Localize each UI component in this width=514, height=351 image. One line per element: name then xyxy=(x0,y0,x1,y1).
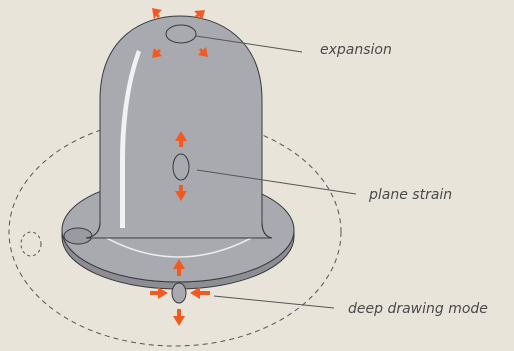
cup-base-fillet-right xyxy=(261,221,273,239)
arrow-left xyxy=(190,287,210,299)
arrow-up-right xyxy=(194,10,205,20)
expansion-leader xyxy=(195,35,303,53)
cup-highlight xyxy=(120,50,141,228)
deep-drawing-strain-circle xyxy=(171,282,187,304)
plane-strain-arrows xyxy=(175,131,187,201)
expansion-arrows xyxy=(152,8,208,58)
arrow-down-right xyxy=(198,47,208,57)
pilot-hole-outline-dashed xyxy=(20,231,42,257)
expansion-label: expansion xyxy=(320,42,392,58)
deep-drawing-mode-label: deep drawing mode xyxy=(348,301,488,317)
cup-body xyxy=(85,15,273,239)
arrow-up-left xyxy=(152,8,162,20)
plane-strain-label: plane strain xyxy=(368,187,452,203)
deep-drawing-arrows xyxy=(150,259,210,326)
arrow-right xyxy=(150,287,168,299)
arrow-up xyxy=(173,259,185,276)
flange-hole xyxy=(63,227,93,245)
arrow-down xyxy=(175,185,187,201)
expansion-strain-circle xyxy=(165,24,197,44)
deep-drawing-leader xyxy=(213,295,335,309)
arrow-down-left xyxy=(152,48,162,58)
blank-outline-dashed xyxy=(8,117,342,347)
arrow-down xyxy=(173,309,185,326)
cup-base-fillet xyxy=(85,221,101,239)
plane-strain-leader xyxy=(196,169,357,195)
arrow-up xyxy=(175,131,187,147)
flange-highlight xyxy=(95,231,263,258)
plane-strain-circle xyxy=(172,153,190,181)
